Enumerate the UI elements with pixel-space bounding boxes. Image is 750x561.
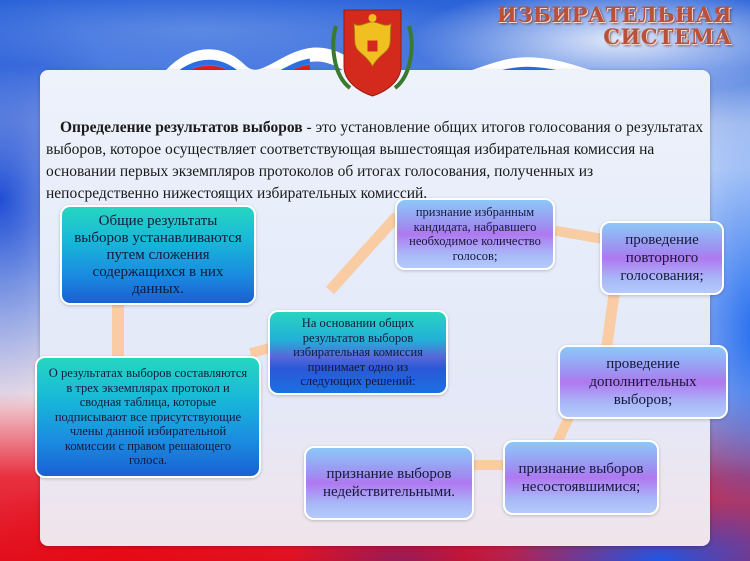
title-line-1: ИЗБИРАТЕЛЬНАЯ	[496, 2, 732, 27]
box-repeat-vote: проведение повторного голосования;	[600, 221, 724, 295]
connector-failed-invalid	[470, 460, 506, 470]
box-elections-failed: признание выборов несостоявшимися;	[503, 440, 659, 515]
box-additional-elections: проведение дополнительных выборов;	[558, 345, 728, 419]
coat-of-arms-russia-icon	[331, 9, 414, 97]
page-title: ИЗБИРАТЕЛЬНАЯ СИСТЕМА	[497, 4, 732, 48]
box-general-results: Общие результаты выборов устанавливаются…	[60, 205, 256, 305]
box-elected-candidate: признание избранным кандидата, набравшег…	[395, 198, 555, 270]
title-line-2: СИСТЕМА	[603, 24, 732, 49]
box-protocol: О результатах выборов составляются в тре…	[35, 356, 261, 478]
definition-term: Определение результатов выборов	[60, 119, 303, 136]
box-center-decision: На основании общих результатов выборов и…	[268, 310, 448, 395]
definition-text: - это установление общих итогов голосова…	[46, 119, 704, 202]
connector-left-vertical	[112, 305, 124, 360]
definition-paragraph: Определение результатов выборов - это ус…	[46, 117, 706, 205]
box-elections-invalid: признание выборов недействительными.	[304, 446, 474, 520]
